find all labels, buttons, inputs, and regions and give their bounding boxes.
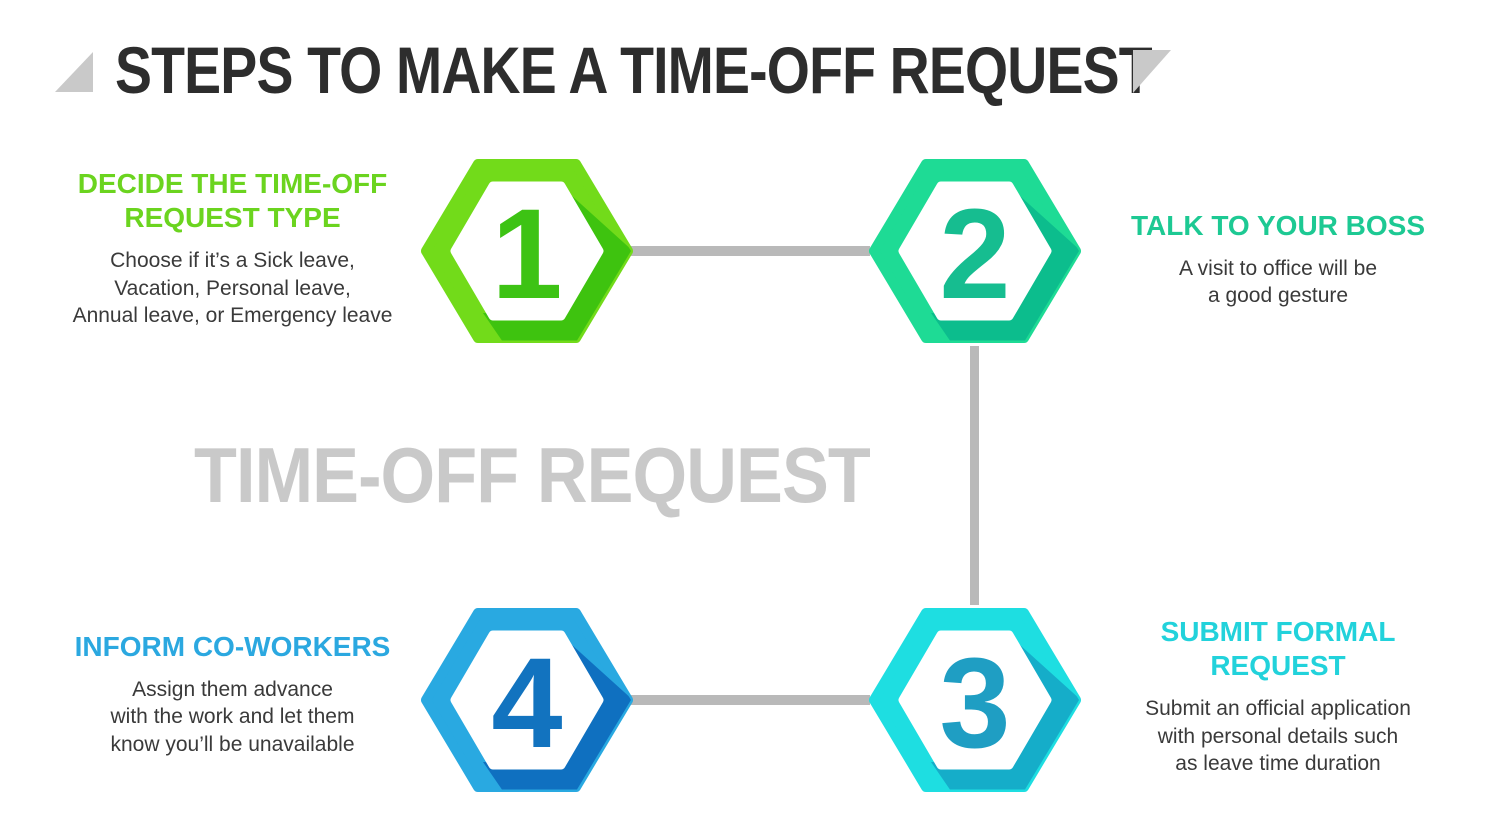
- connector-step3-step4: [630, 695, 870, 705]
- hexagon-inner: [450, 181, 604, 321]
- hexagon-step-3: 3: [869, 608, 1081, 792]
- hexagon-inner: [898, 181, 1052, 321]
- step-2-text-block: TALK TO YOUR BOSS A visit to office will…: [1098, 209, 1458, 310]
- watermark-text: TIME-OFF REQUEST: [194, 431, 871, 519]
- step-number-1: 1: [491, 183, 562, 326]
- hexagon-ring-shadow: [483, 635, 631, 790]
- step-1-heading: DECIDE THE TIME-OFF REQUEST TYPE: [77, 168, 388, 234]
- step-2-description: A visit to office will be a good gesture: [1178, 257, 1378, 308]
- step-2-heading: TALK TO YOUR BOSS: [1130, 210, 1426, 241]
- step-1-text-block: DECIDE THE TIME-OFF REQUEST TYPE Choose …: [40, 167, 425, 329]
- step-3-description: Submit an official application with pers…: [1145, 697, 1411, 775]
- hexagon-step-4: 4: [421, 608, 633, 792]
- title-right-triangle-icon: [1133, 50, 1171, 93]
- connector-step1-step2: [630, 246, 870, 256]
- step-number-3: 3: [939, 632, 1010, 775]
- page-title: STEPS TO MAKE A TIME-OFF REQUEST: [115, 33, 1153, 107]
- step-4-text-block: INFORM CO-WORKERS Assign them advance wi…: [40, 630, 425, 758]
- hexagon-inner: [898, 630, 1052, 770]
- step-1-description: Choose if it’s a Sick leave, Vacation, P…: [72, 249, 393, 327]
- step-number-4: 4: [491, 632, 562, 775]
- step-4-description: Assign them advance with the work and le…: [110, 678, 355, 756]
- hexagon-ring-shadow: [931, 186, 1079, 341]
- hexagon-ring-shadow: [483, 186, 631, 341]
- hexagon-step-1: 1: [421, 159, 633, 343]
- step-3-heading: SUBMIT FORMAL REQUEST: [1160, 616, 1396, 682]
- hexagon-inner: [450, 630, 604, 770]
- hexagon-ring-shadow: [931, 635, 1079, 790]
- connector-step2-step3: [970, 346, 979, 605]
- hexagon-step-2: 2: [869, 159, 1081, 343]
- step-number-2: 2: [939, 183, 1010, 326]
- step-3-text-block: SUBMIT FORMAL REQUEST Submit an official…: [1098, 615, 1458, 777]
- step-4-heading: INFORM CO-WORKERS: [74, 631, 391, 662]
- title-left-triangle-icon: [55, 52, 93, 92]
